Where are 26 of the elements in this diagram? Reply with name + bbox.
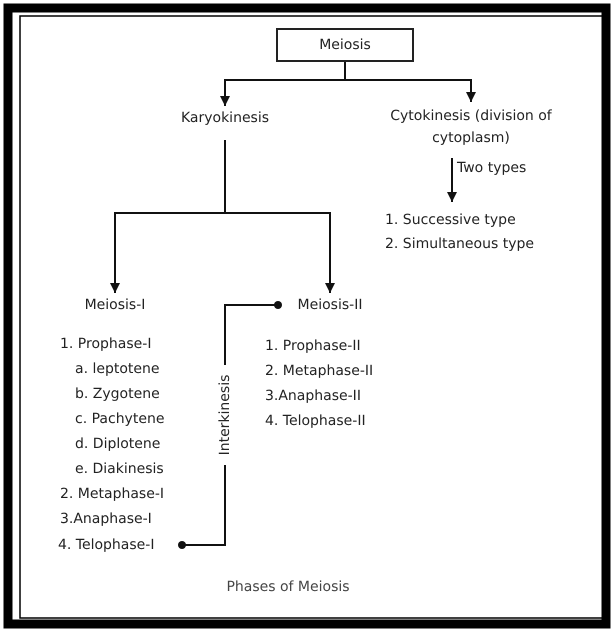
list-item: c. Pachytene [75, 410, 164, 428]
list-item: 4. Telophase-II [265, 412, 366, 430]
node-text: Meiosis [319, 36, 371, 55]
list-item: 3.Anaphase-I [60, 510, 152, 528]
edge-label: Two types [457, 160, 526, 176]
node-text: Meiosis-II [284, 293, 376, 317]
node-text: 1. Successive type [385, 211, 516, 230]
list-item: 1. Prophase-II [265, 337, 361, 355]
list-item: b. Zygotene [75, 385, 160, 403]
node-text: Karyokinesis [170, 106, 280, 130]
connector-arrow [344, 62, 476, 102]
list-item: a. leptotene [75, 360, 160, 378]
list-item: e. Diakinesis [75, 460, 164, 478]
list-item: 4. Telophase-I [58, 533, 178, 557]
caption: Phases of Meiosis [225, 578, 351, 596]
list-item: 2. Metaphase-I [60, 485, 164, 503]
process-box [276, 28, 414, 62]
list-item: 3.Anaphase-II [265, 387, 361, 405]
connector-arrow [447, 158, 457, 202]
list-item: 2. Metaphase-II [265, 362, 374, 380]
list-item: d. Diplotene [75, 435, 160, 453]
node-text: Meiosis-I [75, 293, 155, 317]
list-item: 1. Prophase-I [60, 335, 152, 353]
node-text: Cytokinesis (division of cytoplasm) [380, 102, 562, 152]
connector-arrow [224, 140, 335, 293]
node-text: 2. Simultaneous type [385, 235, 534, 254]
